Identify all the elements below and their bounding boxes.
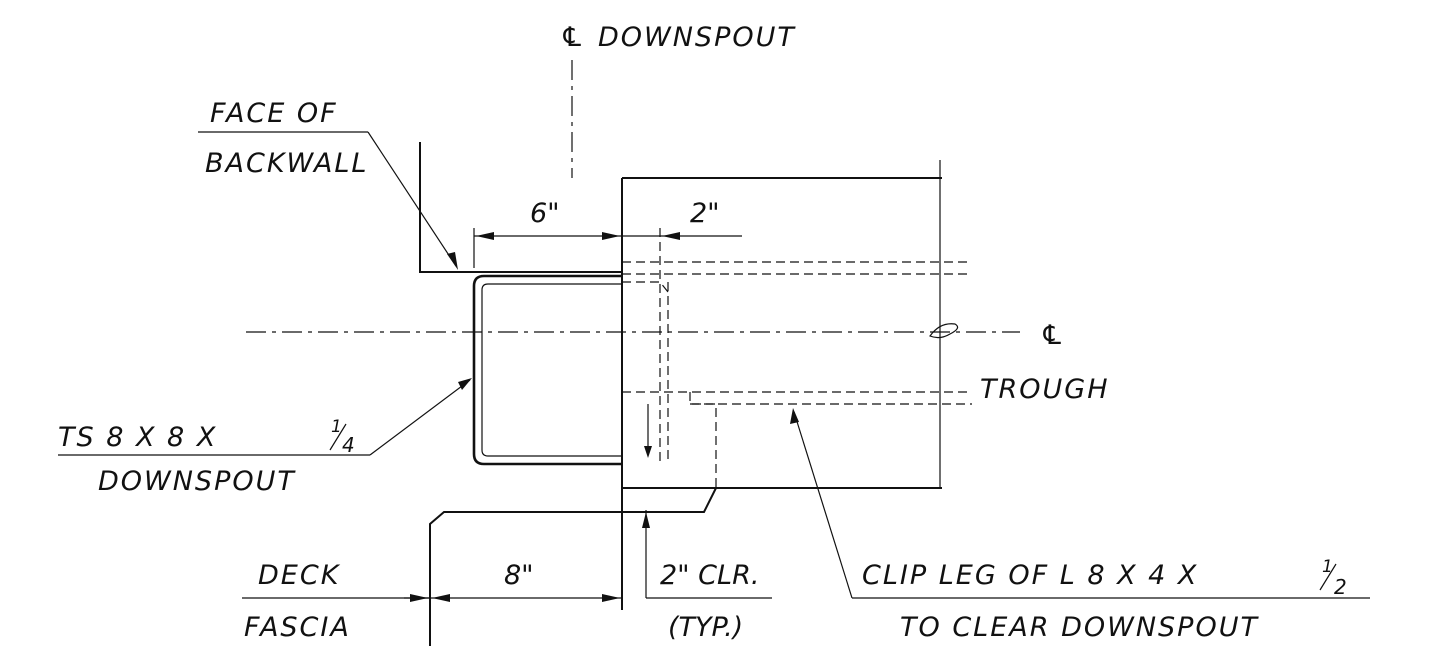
dim-2-label: 2" xyxy=(690,198,720,229)
deck-fascia-outline xyxy=(429,487,717,646)
ts-label-line1: TS 8 X 8 X xyxy=(58,422,217,453)
face-of-backwall-label-1: FACE OF xyxy=(210,98,338,129)
dim-6-arrow-left xyxy=(476,232,494,240)
ts-label-line2: DOWNSPOUT xyxy=(98,466,296,497)
clip-label-line2: TO CLEAR DOWNSPOUT xyxy=(900,612,1259,643)
face-of-backwall-label-2: BACKWALL xyxy=(205,148,368,179)
dim-8-label: 8" xyxy=(504,560,534,591)
face-leader xyxy=(367,131,457,267)
clip-frac-slash xyxy=(1319,563,1337,591)
ts-leader xyxy=(369,379,471,456)
clip-frac-den: 2 xyxy=(1334,575,1347,599)
clip-frac-num: 1 xyxy=(1322,557,1333,577)
dim-8-arrow-right xyxy=(602,594,620,602)
dim-6-label: 6" xyxy=(530,198,560,229)
face-leader-arrow xyxy=(447,252,458,270)
dim-2-arrow xyxy=(662,232,680,240)
hidden-arrow-head xyxy=(644,446,652,458)
clr-arrow xyxy=(642,512,650,528)
downspout-cl-label: DOWNSPOUT xyxy=(598,22,796,53)
ts-frac-den: 4 xyxy=(342,433,355,457)
deck-label: DECK xyxy=(258,560,341,591)
backwall-outline xyxy=(419,142,622,273)
ts-leader-arrow xyxy=(458,378,472,390)
trough-cl-symbol: ℄ xyxy=(1040,320,1066,351)
clr-label-1: 2" CLR. xyxy=(660,560,759,591)
break-symbol xyxy=(929,323,959,339)
dim-8-arrow-left xyxy=(410,594,428,602)
ts-frac-slash xyxy=(329,423,347,451)
clip-leader-arrow xyxy=(790,408,799,424)
clip-leg-hidden xyxy=(689,392,717,488)
clip-leader xyxy=(793,411,853,599)
downspout-tube-outer xyxy=(472,274,622,466)
fascia-label: FASCIA xyxy=(244,612,351,643)
dim-6-arrow-right xyxy=(602,232,620,240)
ts-size-text: TS 8 X 8 X xyxy=(58,422,217,453)
downspout-cl-symbol: ℄ xyxy=(560,22,586,53)
ts-frac-num: 1 xyxy=(331,417,342,437)
trough-label: TROUGH xyxy=(980,374,1110,405)
clip-label-line1: CLIP LEG OF L 8 X 4 X xyxy=(862,560,1198,591)
clr-label-2: (TYP.) xyxy=(668,612,743,643)
downspout-tube-inner xyxy=(481,283,622,457)
dim-8-arrow-mid xyxy=(432,594,450,602)
downspout-inner-hidden xyxy=(622,281,669,293)
